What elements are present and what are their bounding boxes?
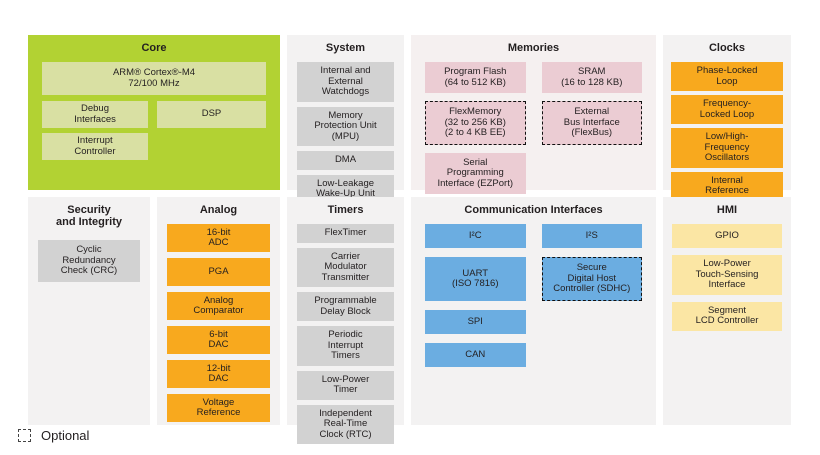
panel-system-title: System [325,42,366,54]
panel-security: Security and Integrity Cyclic Redundancy… [28,197,150,425]
block-i2s: I²S [541,224,642,248]
block-arm-cortex-m4: ARM® Cortex®-M4 72/100 MHz [42,62,266,95]
diagram-bottom-row: Security and Integrity Cyclic Redundancy… [28,197,791,444]
panel-communication-title: Communication Interfaces [464,204,603,216]
block-flexbus: External Bus Interface (FlexBus) [541,101,642,145]
communication-col-left: I²C UART (ISO 7816) SPI CAN [425,224,526,367]
block-rtc: Independent Real-Time Clock (RTC) [297,404,394,444]
memories-col-right: SRAM (16 to 128 KB) External Bus Interfa… [541,62,642,194]
panel-clocks-title: Clocks [708,42,746,54]
panel-timers-title: Timers [327,204,364,216]
block-segment-lcd-controller: Segment LCD Controller [672,301,782,331]
panel-system: System Internal and External Watchdogs M… [287,35,404,204]
block-12bit-dac: 12-bit DAC [167,360,270,388]
block-watchdogs: Internal and External Watchdogs [297,62,394,102]
memories-col-left: Program Flash (64 to 512 KB) FlexMemory … [425,62,526,194]
block-pll: Phase-Locked Loop [671,62,783,91]
block-low-power-timer: Low-Power Timer [297,370,394,400]
block-periodic-interrupt-timers: Periodic Interrupt Timers [297,326,394,366]
block-mpu: Memory Protection Unit (MPU) [297,106,394,146]
legend-optional-label: Optional [41,428,90,443]
block-can: CAN [425,343,526,367]
panel-memories-title: Memories [507,42,560,54]
panel-hmi-title: HMI [716,204,738,216]
block-uart: UART (ISO 7816) [425,257,526,301]
core-sub-grid: Debug Interfaces DSP Interrupt Controlle… [42,101,266,160]
block-dma: DMA [297,151,394,170]
block-fll: Frequency- Locked Loop [671,95,783,124]
panel-hmi: HMI GPIO Low-Power Touch-Sensing Interfa… [663,197,791,425]
block-interrupt-controller: Interrupt Controller [42,133,148,160]
panel-core-title: Core [141,42,167,54]
communication-col-right: I²S Secure Digital Host Controller (SDHC… [541,224,642,367]
block-sram: SRAM (16 to 128 KB) [541,62,642,93]
block-oscillators: Low/High- Frequency Oscillators [671,128,783,168]
block-debug-interfaces: Debug Interfaces [42,101,148,128]
block-sdhc: Secure Digital Host Controller (SDHC) [541,257,642,301]
panel-clocks: Clocks Phase-Locked Loop Frequency- Lock… [663,35,791,211]
communication-columns: I²C UART (ISO 7816) SPI CAN I²S Secure D… [425,224,642,367]
optional-dashed-box-icon [18,429,31,442]
block-16bit-adc: 16-bit ADC [167,224,270,252]
panel-timers: Timers FlexTimer Carrier Modulator Trans… [287,197,404,444]
block-crc: Cyclic Redundancy Check (CRC) [38,240,140,282]
block-spi: SPI [425,310,526,334]
diagram-top-row: Core ARM® Cortex®-M4 72/100 MHz Debug In… [28,35,791,211]
block-programmable-delay-block: Programmable Delay Block [297,292,394,321]
block-pga: PGA [167,258,270,286]
panel-memories: Memories Program Flash (64 to 512 KB) Fl… [411,35,656,194]
block-analog-comparator: Analog Comparator [167,292,270,320]
block-i2c: I²C [425,224,526,248]
panel-core: Core ARM® Cortex®-M4 72/100 MHz Debug In… [28,35,280,190]
block-carrier-modulator-transmitter: Carrier Modulator Transmitter [297,247,394,287]
memories-columns: Program Flash (64 to 512 KB) FlexMemory … [425,62,642,194]
panel-security-title: Security and Integrity [55,204,122,228]
legend-optional: Optional [18,428,89,443]
block-gpio: GPIO [672,224,782,248]
panel-communication-interfaces: Communication Interfaces I²C UART (ISO 7… [411,197,656,425]
block-6bit-dac: 6-bit DAC [167,326,270,354]
block-flextimer: FlexTimer [297,224,394,243]
block-touch-sensing-interface: Low-Power Touch-Sensing Interface [672,255,782,295]
block-ezport: Serial Programming Interface (EZPort) [425,152,526,194]
block-voltage-reference: Voltage Reference [167,394,270,422]
panel-analog-title: Analog [199,204,238,216]
block-program-flash: Program Flash (64 to 512 KB) [425,62,526,93]
block-dsp: DSP [157,101,266,128]
block-flexmemory: FlexMemory (32 to 256 KB) (2 to 4 KB EE) [425,101,526,145]
panel-analog: Analog 16-bit ADC PGA Analog Comparator … [157,197,280,425]
